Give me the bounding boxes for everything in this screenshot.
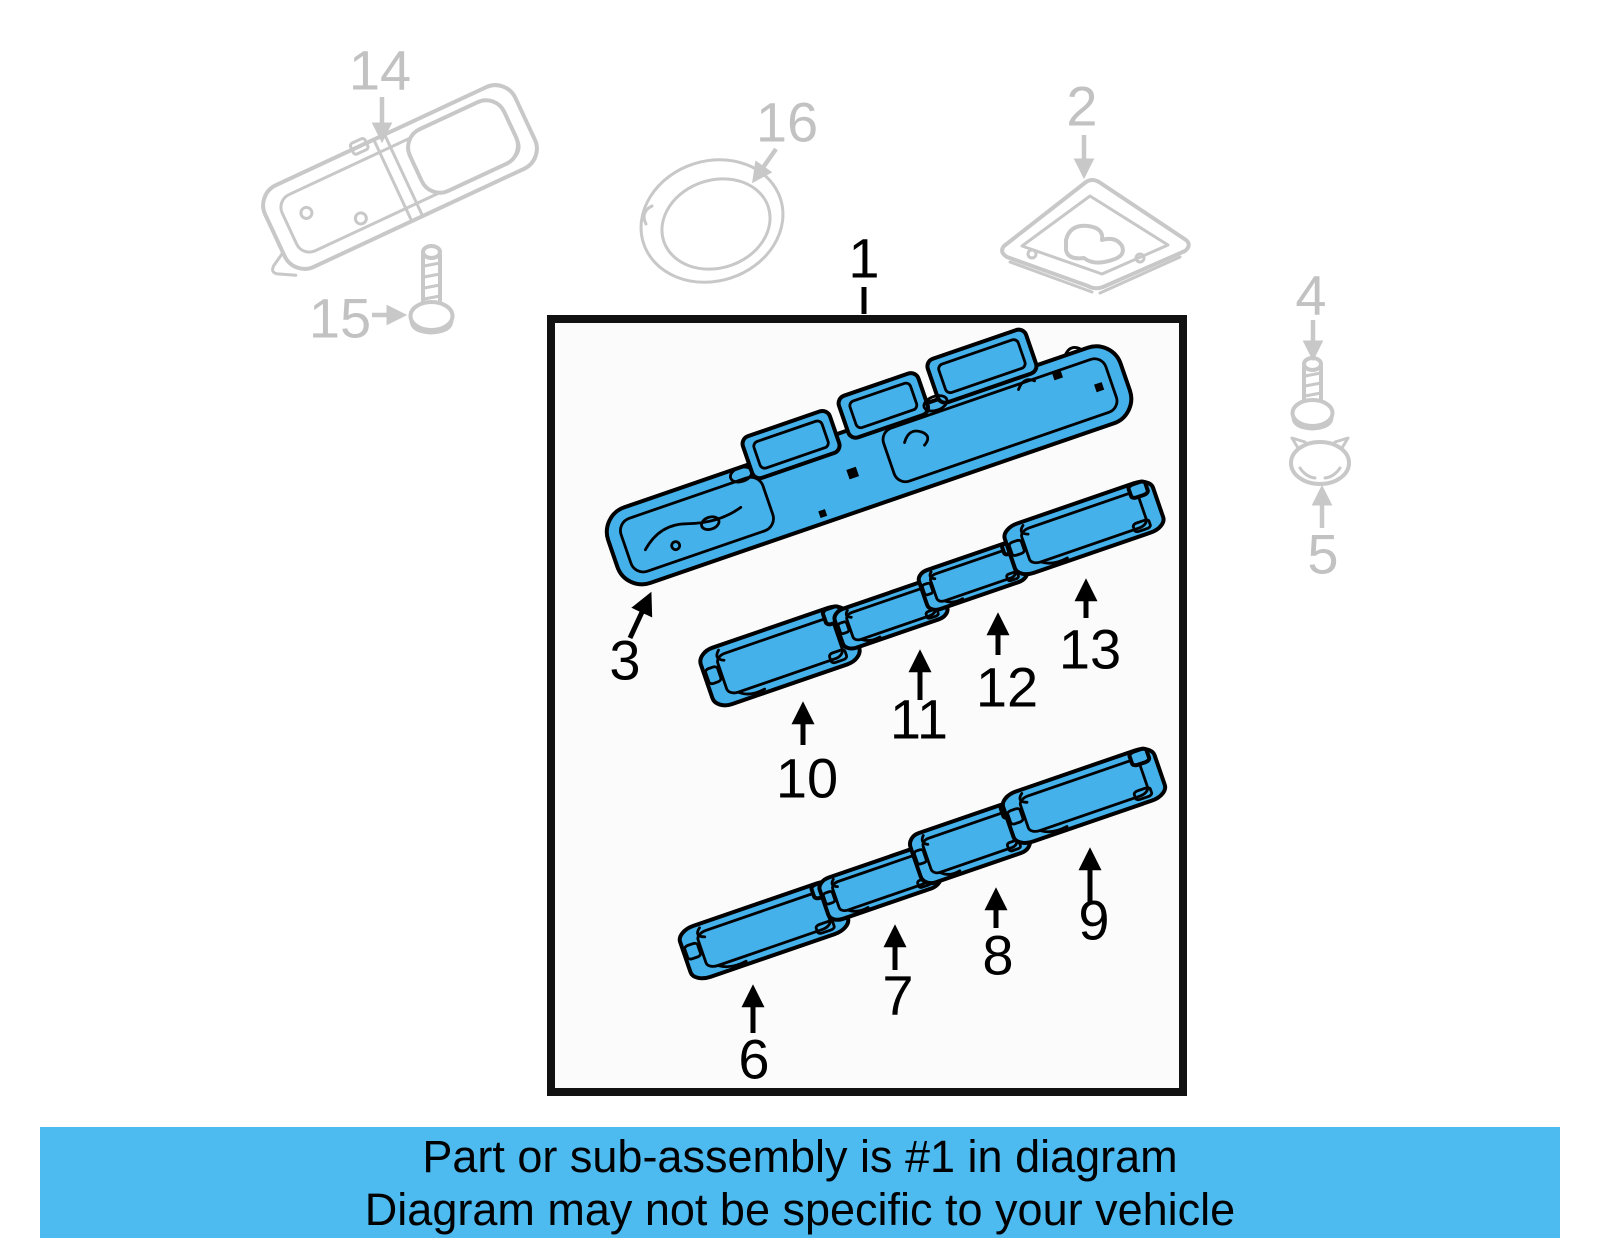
callout-15-label: 15 (309, 287, 371, 350)
callout-6-label: 6 (738, 1028, 769, 1091)
callout-10-label: 10 (776, 747, 838, 810)
callout-4-label: 4 (1295, 264, 1326, 327)
callout-7-label: 7 (882, 964, 913, 1027)
part-1-console-assembly (587, 301, 1139, 591)
info-banner: Part or sub-assembly is #1 in diagram Di… (40, 1127, 1560, 1238)
callout-16-label: 16 (756, 91, 818, 154)
callout-16-arrow (752, 147, 778, 184)
part-2-bracket (1002, 180, 1189, 293)
part-4-screw (1293, 358, 1333, 429)
callout-12-label: 12 (976, 656, 1038, 719)
banner-line-1: Part or sub-assembly is #1 in diagram (422, 1130, 1178, 1182)
callout-9-label: 9 (1078, 889, 1109, 952)
part-14-console-housing (238, 72, 544, 283)
banner-line-2: Diagram may not be specific to your vehi… (364, 1183, 1236, 1235)
callout-13-label: 13 (1059, 618, 1121, 681)
callout-5-label: 5 (1307, 523, 1338, 586)
part-16-bezel-ring (625, 142, 799, 301)
callout-1-label: 1 (848, 227, 879, 290)
callout-2-label: 2 (1066, 75, 1097, 138)
part-5-nut (1291, 438, 1349, 484)
callout-8-label: 8 (982, 924, 1013, 987)
callout-3-arrow (627, 591, 653, 640)
callout-14-label: 14 (349, 39, 411, 102)
part-15-screw (411, 246, 453, 333)
callout-3-label: 3 (609, 629, 640, 692)
